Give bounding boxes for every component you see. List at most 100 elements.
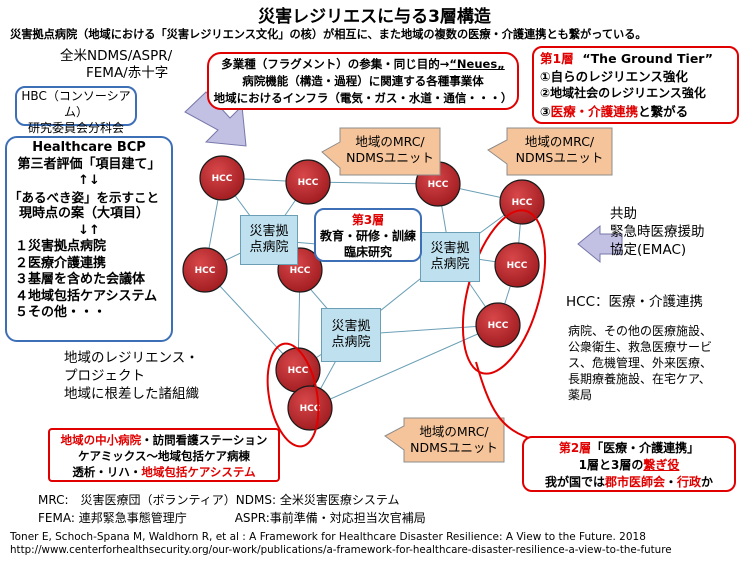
mrc-callout-3 xyxy=(384,417,505,463)
tier1-item-prefix: ③ xyxy=(540,103,551,119)
tier3-box: 第3層 教育・研修・訓練 臨床研究 xyxy=(314,208,422,262)
hospital-label: 点病院 xyxy=(430,257,470,272)
hospital-label: 災害拠 xyxy=(249,224,289,239)
ndms-label: NDMSユニット xyxy=(515,150,604,165)
abbreviation-line: FEMA: 連邦緊急事態管理庁 ASPR:事前準備・対応担当次官補局 xyxy=(38,511,426,525)
tier3-line: 教育・研修・訓練 xyxy=(319,229,416,243)
tier2-text: 我が国では xyxy=(544,475,605,489)
hbc-box: HBC（コンソーシアム） 研究委員会分科会 xyxy=(15,86,137,135)
arrow-left xyxy=(577,224,623,264)
ndms-label: NDMSユニット xyxy=(346,150,434,165)
hospital-label: 点病院 xyxy=(249,240,289,255)
healthcare-bcp-box: Healthcare BCP 第三者評価「項目建て」 ↑↓ 「あるべき姿」を示す… xyxy=(5,136,173,342)
citation: Toner E, Schoch-Spana M, Waldhorn R, et … xyxy=(10,531,672,557)
tier1-item: ①自らのレジリエンス強化 xyxy=(540,68,688,84)
us-agencies-line: FEMA/赤十字 xyxy=(86,65,169,81)
tier3-line: 臨床研究 xyxy=(343,245,392,259)
resilience-line: 地域に根差した諸組織 xyxy=(64,386,199,402)
bcp-item: ５その他・・・ xyxy=(15,305,107,320)
bcp-arrow: ↑↓ xyxy=(78,173,100,188)
hcc-label: HCC xyxy=(488,321,509,331)
disaster-base-hospital-3: 災害拠点病院 xyxy=(321,308,381,362)
mrc-callout-3-text: 地域のMRC/ NDMSユニット xyxy=(404,424,504,456)
emac-line: 協定(EMAC) xyxy=(610,242,687,258)
hcc-label: HCC xyxy=(512,198,533,208)
hcc-group-oval-right xyxy=(461,209,547,375)
local-hospitals-box: 地域の中小病院・訪問看護ステーション ケアミックス～地域包括ケア病棟 透析・リハ… xyxy=(48,428,280,482)
local-hospitals-highlight: 地域包括ケアシステム xyxy=(141,465,256,479)
hcc-label: HCC xyxy=(300,404,321,414)
bcp-line: 第三者評価「項目建て」 xyxy=(17,156,161,172)
hcc-definition-list: 病院、その他の医療施設、 公衆衛生、救急医療サービ ス、危機管理、外来医療、 長… xyxy=(568,323,712,403)
mrc-label: 地域のMRC/ xyxy=(524,134,595,149)
bcp-line: 「あるべき姿」を示すこと xyxy=(9,189,160,205)
ndms-label: NDMSユニット xyxy=(410,440,498,455)
bcp-title: Healthcare BCP xyxy=(32,140,146,155)
tier1-heading-en: “The Ground Tier” xyxy=(582,51,713,66)
tier2-highlight: 繋ぎ役 xyxy=(643,458,680,472)
tier1-item-highlight: 医療・介護連携 xyxy=(550,103,639,119)
hcc-label: HCC xyxy=(212,174,233,184)
citation-url[interactable]: http://www.centerforhealthsecurity.org/o… xyxy=(10,544,672,556)
hcc-label: HCC xyxy=(298,178,319,188)
mrc-callout-2-text: 地域のMRC/ NDMSユニット xyxy=(507,134,612,166)
hcc-definition-line: 薬局 xyxy=(568,388,593,402)
hospital-label: 点病院 xyxy=(331,335,371,350)
neues-term: “Neues„ xyxy=(449,57,505,71)
mrc-label: 地域のMRC/ xyxy=(355,134,425,149)
tier2-connector xyxy=(475,361,536,441)
mrc-callout-2 xyxy=(487,127,613,176)
hcc-label: HCC xyxy=(288,366,309,376)
hcc-node-8 xyxy=(475,302,521,348)
hcc-definition-line: 長期療養施設、在宅ケア、 xyxy=(568,372,711,386)
mrc-label: 地域のMRC/ xyxy=(419,424,489,439)
resilience-line: 地域のレジリエンス・ xyxy=(64,350,199,366)
mrc-callout-1 xyxy=(321,127,441,176)
page-subtitle: 災害拠点病院（地域における「災害レジリエンス文化」の核）が相互に、また地域の複数… xyxy=(10,28,647,41)
tier2-text: ・ xyxy=(664,475,677,489)
abbreviation-list: MRC: 災害医療団（ボランティア）NDMS: 全米災害医療システム FEMA:… xyxy=(38,491,426,527)
emac-line: 共助 xyxy=(610,206,637,222)
resilience-line: プロジェクト xyxy=(64,368,145,384)
hcc-definition-line: 病院、その他の医療施設、 xyxy=(568,324,713,338)
bcp-arrow: ↓↑ xyxy=(78,222,100,238)
emac-line: 緊急時医療援助 xyxy=(610,224,705,240)
hcc-node-3 xyxy=(182,247,228,293)
tier2-highlight: 郡市医師会 xyxy=(604,475,665,489)
local-hospitals-highlight: 地域の中小病院 xyxy=(60,433,142,447)
tier2-highlight: 行政 xyxy=(677,475,702,489)
tier1-box: 第1層 “The Ground Tier” ①自らのレジリエンス強化 ②地域社会… xyxy=(532,46,739,124)
local-hospitals-text: ・訪問看護ステーション xyxy=(141,433,268,447)
hcc-label: HCC xyxy=(507,261,528,271)
hcc-label: HCC xyxy=(428,180,449,190)
mrc-callout-1-text: 地域のMRC/ NDMSユニット xyxy=(340,134,440,166)
emac-label: 共助 緊急時医療援助 協定(EMAC) xyxy=(610,205,705,259)
hospital-label: 災害拠 xyxy=(430,241,470,256)
tier2-box: 第2層「医療・介護連携」 1層と3層の繋ぎ役 我が国では郡市医師会・行政か xyxy=(522,436,736,492)
bcp-item: ４地域包括ケアシステム xyxy=(15,288,158,304)
tier2-text: か xyxy=(701,475,714,489)
tier1-heading: 第1層 xyxy=(540,51,574,66)
bcp-line: 現時点の案（大項目） xyxy=(19,206,150,221)
hospital-label: 災害拠 xyxy=(331,319,371,334)
citation-reference: Toner E, Schoch-Spana M, Waldhorn R, et … xyxy=(10,531,646,543)
disaster-base-hospital-1: 災害拠点病院 xyxy=(240,215,298,265)
tier3-heading: 第3層 xyxy=(351,213,385,227)
us-agencies-label: 全米NDMS/ASPR/ FEMA/赤十字 xyxy=(60,48,172,82)
bcp-item: １災害拠点病院 xyxy=(15,239,107,254)
us-agencies-line: 全米NDMS/ASPR/ xyxy=(60,48,173,64)
hcc-definition-line: ス、危機管理、外来医療、 xyxy=(568,356,713,370)
community-resilience-label: 地域のレジリエンス・ プロジェクト 地域に根差した諸組織 xyxy=(64,349,199,403)
hcc-node-7 xyxy=(494,242,540,288)
hcc-group-oval-bottom xyxy=(266,342,320,448)
bcp-item: ２医療介護連携 xyxy=(15,255,107,271)
hcc-definition-line: 公衆衛生、救急医療サービ xyxy=(568,340,713,354)
hcc-definition-heading: HCC：医療・介護連携 xyxy=(566,294,704,310)
hcc-node-10 xyxy=(287,385,333,431)
tier1-item-suffix: と繋がる xyxy=(638,103,689,119)
multi-industry-line: 多業種（フラグメント）の参集・同じ目的→ xyxy=(221,57,450,71)
tier2-heading: 第2層 xyxy=(558,441,592,455)
tier1-item: ②地域社会のレジリエンス強化 xyxy=(540,86,706,100)
